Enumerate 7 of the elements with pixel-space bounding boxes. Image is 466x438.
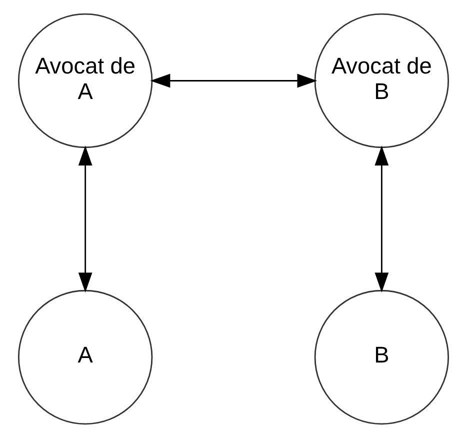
node-circle: B (314, 290, 449, 425)
arrow (150, 74, 317, 88)
node-circle: A (17, 290, 152, 425)
arrow (78, 146, 92, 292)
node-circle: Avocat de A (17, 13, 152, 148)
arrow (374, 146, 388, 292)
node-circle: Avocat de B (314, 13, 449, 148)
